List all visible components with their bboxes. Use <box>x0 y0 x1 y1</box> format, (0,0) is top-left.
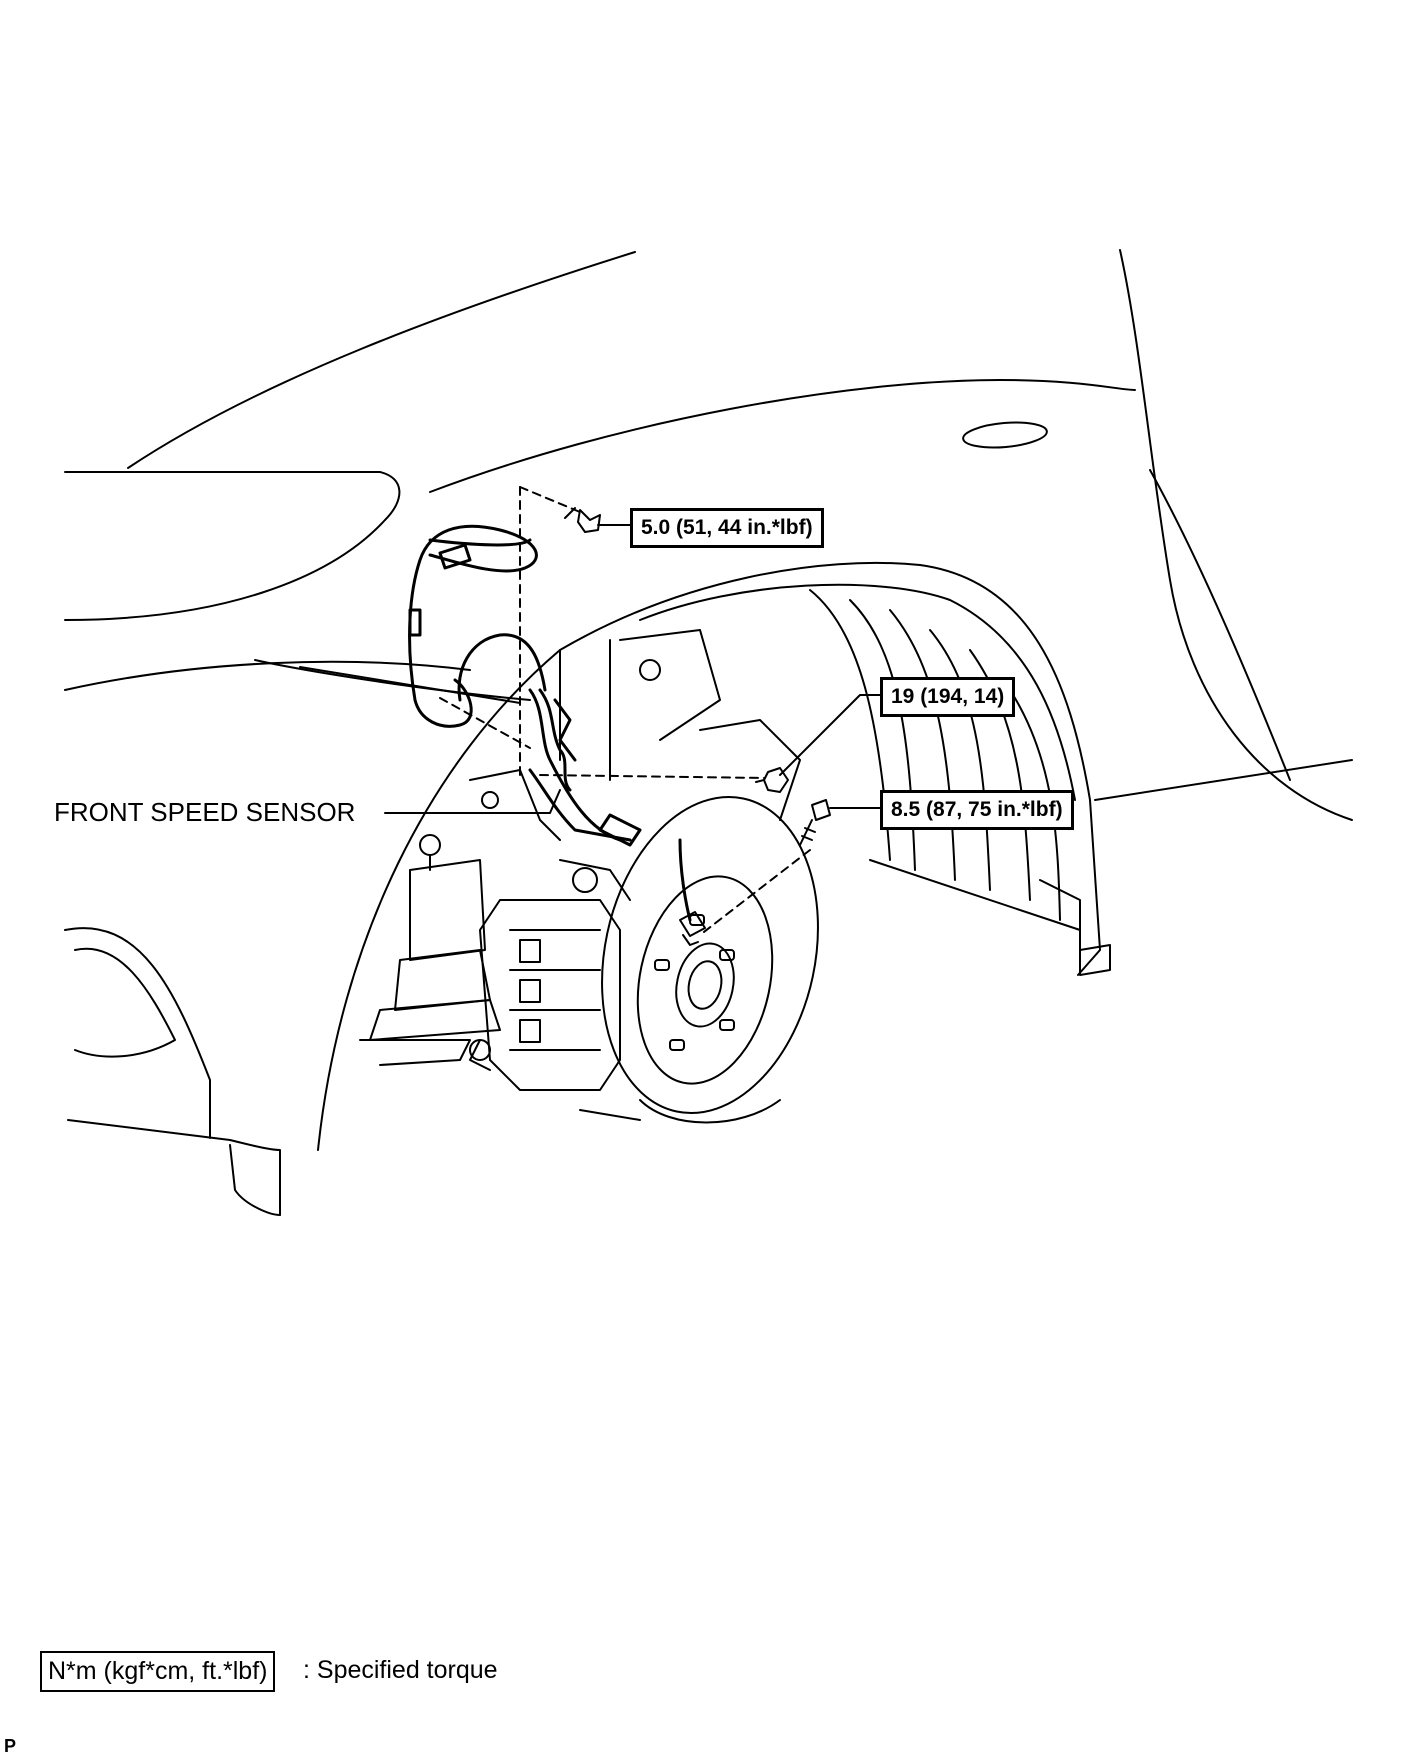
torque-legend-description: : Specified torque <box>303 1656 498 1684</box>
vehicle-body <box>64 249 1353 1216</box>
bolt-icon <box>679 911 706 946</box>
callout-leader-lines <box>299 524 881 814</box>
torque-unit-legend-box: N*m (kgf*cm, ft.*lbf) <box>40 1651 276 1692</box>
brake-caliper <box>469 859 631 1091</box>
corner-mark: P <box>4 1736 17 1756</box>
bolt-icon <box>755 767 789 793</box>
torque-callout-lower-bolt: 8.5 (87, 75 in.*lbf) <box>880 790 1074 831</box>
torque-callout-middle-bolt: 19 (194, 14) <box>880 677 1016 718</box>
bolt-icon <box>564 507 601 533</box>
front-speed-sensor-label: FRONT SPEED SENSOR <box>54 797 356 827</box>
bolt-icon <box>799 799 831 846</box>
dashed-leader-lines <box>439 486 811 936</box>
fender-arch <box>317 561 1111 1151</box>
sensor-harness <box>408 524 692 922</box>
torque-callout-upper-bolt: 5.0 (51, 44 in.*lbf) <box>630 508 824 549</box>
brake-disc <box>579 795 819 1124</box>
suspension-assembly <box>359 629 801 1066</box>
